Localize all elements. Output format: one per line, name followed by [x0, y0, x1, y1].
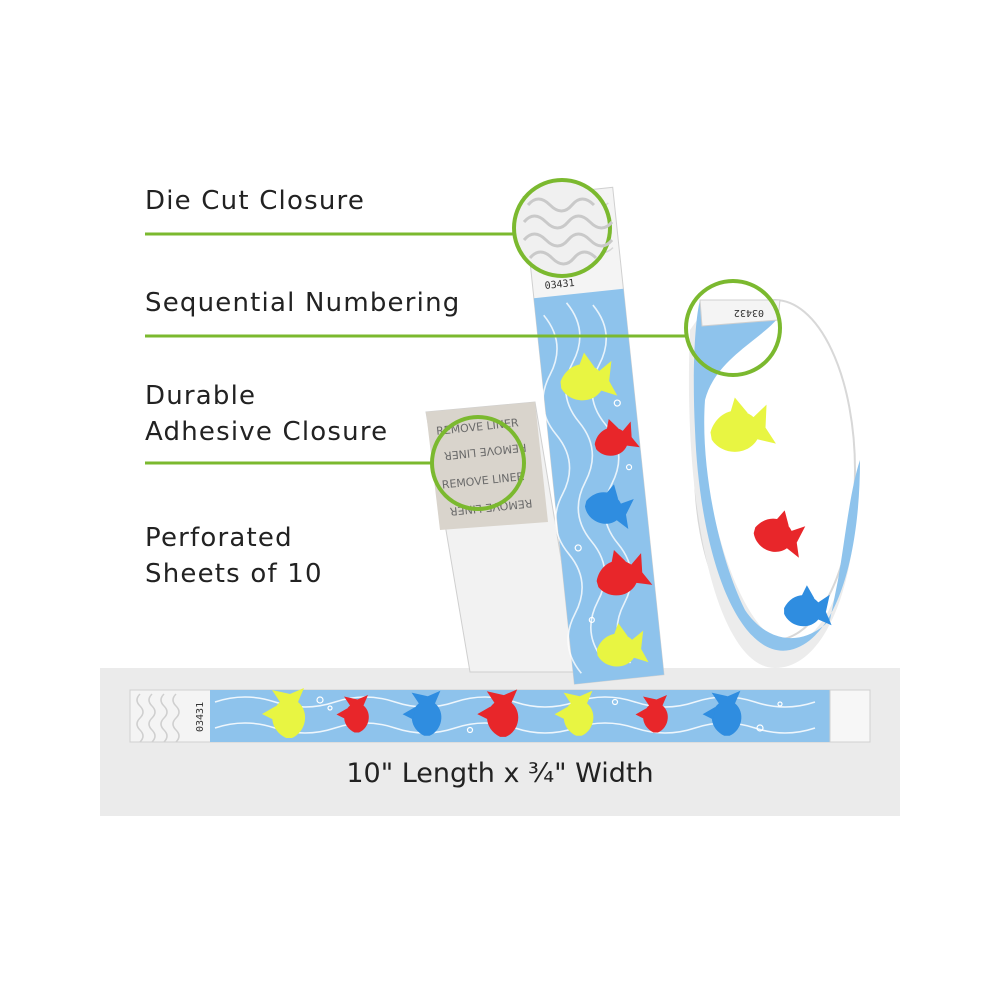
feature-label: Die Cut Closure — [145, 186, 366, 216]
feature-label-line1: Perforated — [145, 523, 293, 553]
magnifier-circle-adhesive-icon — [430, 415, 526, 511]
vertical-wristband: 03431 — [522, 186, 665, 685]
flat-band-number: 03431 — [195, 702, 206, 732]
magnifier-circle-die-cut-icon — [512, 178, 614, 278]
looped-wristband: 03432 — [688, 299, 860, 668]
feature-perforated-sheets: Perforated Sheets of 10 — [145, 520, 323, 592]
flat-wristband: 03431 — [129, 688, 871, 743]
callout-lines — [145, 232, 686, 465]
feature-label-line2: Sheets of 10 — [145, 559, 323, 589]
magnifier-circle-numbering-icon — [684, 279, 782, 377]
feature-sequential-numbering: Sequential Numbering — [145, 285, 460, 321]
feature-label: Sequential Numbering — [145, 288, 461, 318]
dimension-caption: 10" Length x ¾" Width — [346, 758, 654, 789]
feature-adhesive-closure: Durable Adhesive Closure — [145, 378, 388, 450]
feature-label-line1: Durable — [145, 381, 257, 411]
vertical-band-number: 03431 — [544, 278, 575, 292]
roll-band-number: 03432 — [734, 307, 764, 318]
feature-label-line2: Adhesive Closure — [145, 417, 389, 447]
feature-die-cut-closure: Die Cut Closure — [145, 183, 365, 219]
